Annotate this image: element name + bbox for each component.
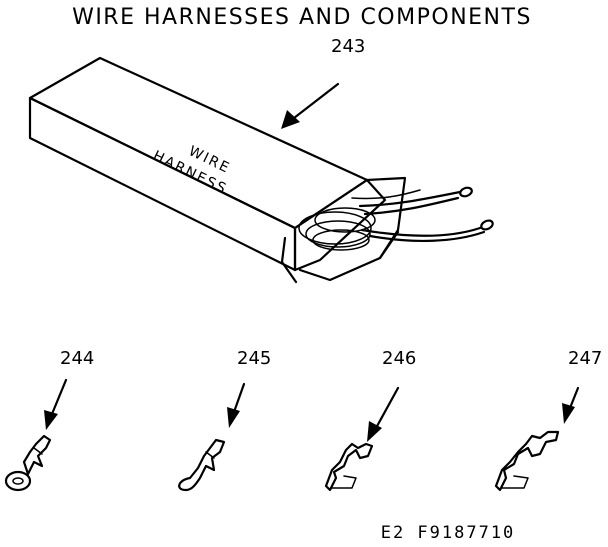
part-number-246: 246 bbox=[382, 348, 416, 369]
part-number-244: 244 bbox=[60, 348, 94, 369]
callout-arrow-244 bbox=[44, 378, 68, 430]
callout-arrow-243 bbox=[281, 82, 340, 129]
part-number-245: 245 bbox=[237, 348, 271, 369]
diagram-title: WIRE HARNESSES AND COMPONENTS bbox=[72, 5, 532, 30]
wire-harness-box bbox=[28, 56, 494, 284]
callout-arrow-246 bbox=[367, 386, 400, 442]
footer-code: E2 F9187710 bbox=[381, 523, 516, 542]
female-terminal-246 bbox=[324, 442, 374, 492]
female-terminal-247 bbox=[494, 430, 560, 492]
part-number-247: 247 bbox=[568, 348, 602, 369]
part-number-243: 243 bbox=[331, 36, 365, 57]
box-label: WIRE HARNESS bbox=[150, 143, 233, 198]
ring-terminal-244 bbox=[4, 434, 52, 492]
hook-terminal-245 bbox=[178, 438, 226, 492]
callout-arrow-247 bbox=[562, 386, 580, 424]
callout-arrow-245 bbox=[227, 382, 246, 428]
